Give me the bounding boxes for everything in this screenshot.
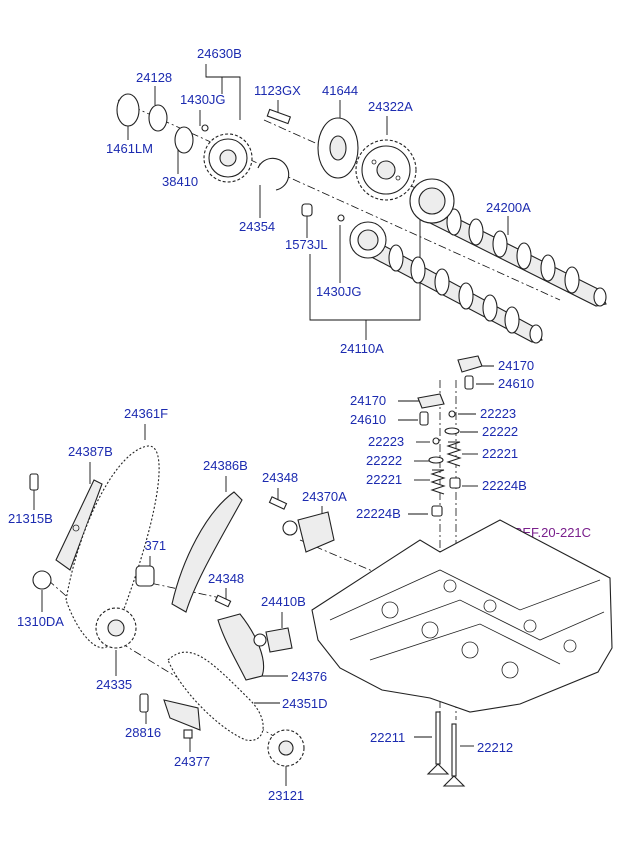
chain-guide-24386B <box>171 491 243 613</box>
label-28816: 28816 <box>125 725 161 740</box>
label-24322A: 24322A <box>368 99 413 114</box>
label-24387B: 24387B <box>68 444 113 459</box>
label-1430JG: 1430JG <box>180 92 226 107</box>
guide-24377 <box>163 699 201 739</box>
intake-camshaft <box>349 221 543 344</box>
label-24410B: 24410B <box>261 594 306 609</box>
label-24630B: 24630B <box>197 46 242 61</box>
cvvt-sprocket-24630B <box>203 133 253 183</box>
label-24170-2: 24170 <box>350 393 386 408</box>
label-22211: 22211 <box>370 730 405 745</box>
oil-pump-chain-24351D <box>167 651 264 741</box>
sprocket-24322A <box>355 139 417 201</box>
label-24376: 24376 <box>291 669 327 684</box>
tensioner-24410B <box>253 627 293 653</box>
rings-and-bolts <box>116 93 345 222</box>
tensioner-arm-24376 <box>217 613 265 681</box>
label-22221-2: 22221 <box>366 472 402 487</box>
label-1430JG-2: 1430JG <box>316 284 362 299</box>
label-24128: 24128 <box>136 70 172 85</box>
label-1461LM: 1461LM <box>106 141 153 156</box>
label-21315B: 21315B <box>8 511 53 526</box>
sprocket-23121 <box>267 729 305 767</box>
label-38410: 38410 <box>162 174 198 189</box>
label-24386B: 24386B <box>203 458 248 473</box>
valvetrain-parts <box>417 355 483 517</box>
crank-sprocket-24335 <box>95 607 137 649</box>
label-24354: 24354 <box>239 219 275 234</box>
label-24351D: 24351D <box>282 696 328 711</box>
chain-guide-24387B <box>55 479 103 571</box>
label-22224B: 22224B <box>482 478 527 493</box>
label-24610-2: 24610 <box>350 412 386 427</box>
label-24170: 24170 <box>498 358 534 373</box>
bolts-left <box>29 473 288 713</box>
label-24361F: 24361F <box>124 406 168 421</box>
part-labels: 24630B 24128 1430JG 1461LM 38410 1123GX … <box>8 46 591 803</box>
label-24348: 24348 <box>262 470 298 485</box>
label-1573JL: 1573JL <box>285 237 328 252</box>
label-22223: 22223 <box>480 406 516 421</box>
label-24110A: 24110A <box>340 341 384 356</box>
cylinder-head-24 <box>311 519 613 713</box>
label-41644: 41644 <box>322 83 358 98</box>
exhaust-camshaft <box>409 178 607 307</box>
label-1123GX: 1123GX <box>254 83 301 98</box>
label-24200A: 24200A <box>486 200 531 215</box>
label-23121: 23121 <box>268 788 304 803</box>
label-22212: 22212 <box>477 740 513 755</box>
label-24377: 24377 <box>174 754 210 769</box>
label-22222-2: 22222 <box>366 453 402 468</box>
label-24370A: 24370A <box>302 489 347 504</box>
tensioner-24370A <box>282 511 335 553</box>
reference-label: REF.20-221C <box>513 525 591 540</box>
label-1310DA: 1310DA <box>17 614 64 629</box>
label-24610: 24610 <box>498 376 534 391</box>
label-22223-2: 22223 <box>368 434 404 449</box>
valves <box>426 711 466 787</box>
timing-chain-24361F <box>65 445 160 649</box>
label-22221: 22221 <box>482 446 518 461</box>
plate-41644 <box>317 117 359 179</box>
label-24348-2: 24348 <box>208 571 244 586</box>
label-22222: 22222 <box>482 424 518 439</box>
label-24335: 24335 <box>96 677 132 692</box>
label-22224B-2: 22224B <box>356 506 401 521</box>
